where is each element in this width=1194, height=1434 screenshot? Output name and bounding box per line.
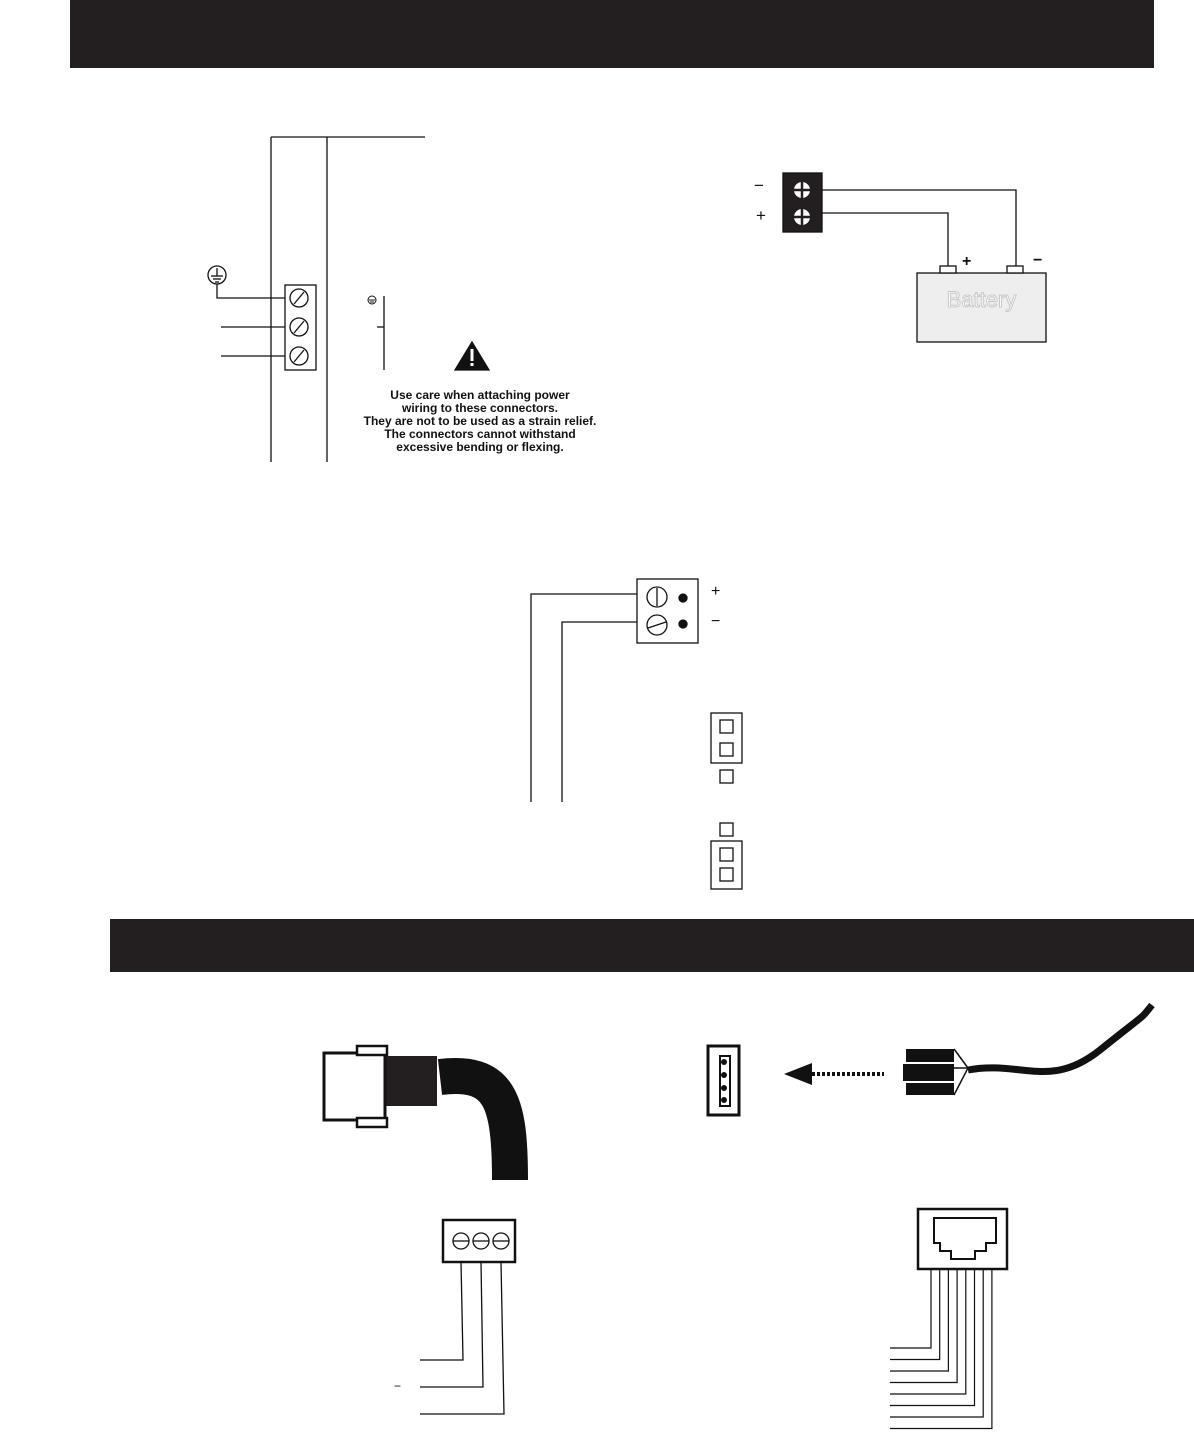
rj45-wire [890,1269,976,1407]
jumper-position-a [710,712,743,784]
rj45-wire [890,1269,993,1430]
dc-dot-plus [678,593,688,603]
jumper-position-b [710,822,743,890]
molex-connector-diagram [322,1044,528,1181]
molex-latch-top [355,1044,389,1057]
rj45-wire [890,1269,984,1418]
plug-segment-1 [906,1049,954,1062]
warning-line: Use care when attaching power [390,388,570,402]
insert-arrow-head [784,1063,812,1085]
dc-plus-label: + [711,583,721,600]
dc-screw-minus [646,614,668,636]
three-pin-minus-label: − [394,1379,402,1393]
plug-wire-fan [953,1048,969,1096]
three-pin-screw-3 [492,1232,510,1250]
battery-terminal-plus-label: + [756,206,766,225]
plug-segment-2 [903,1064,954,1081]
plug-segment-3 [906,1083,954,1095]
small-ground-icon [367,295,377,305]
rj45-jack-diagram [916,1207,1009,1271]
dc-minus-label: − [711,613,721,630]
dc-screw-plus [646,586,668,608]
dc-terminal-diagram [530,578,743,890]
terminal-screw-1 [289,288,309,308]
battery-post-minus [1006,265,1024,274]
socket-pin-2 [721,1072,727,1078]
dc-wire-plus [530,593,637,802]
four-pin-socket-inner [719,1055,731,1107]
three-pin-wire-3 [420,1261,505,1415]
battery-terminal-minus-label: − [754,176,764,195]
three-pin-screw-1 [452,1232,470,1250]
battery-post-plus-label: + [962,253,972,270]
header-band-top [70,0,1154,68]
rj45-port-opening [933,1217,997,1260]
battery-terminal-screw-plus [794,209,810,225]
socket-pin-1 [721,1059,727,1065]
battery-wire-minus [822,189,1017,266]
battery-label: Battery [946,287,1017,312]
terminal-screw-2 [289,317,309,337]
molex-cable [437,1058,528,1181]
ground-icon [207,265,227,285]
rj45-wire [890,1269,932,1349]
header-band-middle [110,919,1194,972]
terminal-screw-3 [289,346,309,366]
battery-post-plus [939,265,957,274]
dc-dot-minus [678,619,688,629]
warning-message: Use care when attaching power wiring to … [330,389,630,454]
rj45-wire [890,1269,941,1361]
three-pin-wire-2 [420,1261,484,1388]
ground-wire [216,284,285,299]
warning-line: excessive bending or flexing. [396,440,564,454]
rj45-wire [890,1269,958,1384]
power-terminal-diagram [207,136,491,462]
battery-post-minus-label: − [1033,252,1043,269]
dc-wire-minus [561,621,637,802]
socket-pin-3 [721,1085,727,1091]
plug-cable [967,1002,1155,1075]
three-pin-terminal-diagram [420,1218,517,1415]
four-pin-connector-diagram [706,1002,1155,1117]
warning-triangle-icon [453,340,491,371]
molex-collar [385,1056,437,1106]
warning-line: The connectors cannot withstand [384,427,576,441]
rj45-wire [890,1269,967,1395]
battery-diagram [782,172,1047,343]
socket-pin-4 [721,1097,727,1103]
molex-housing [322,1051,387,1122]
battery-terminal-screw-minus [794,182,810,198]
molex-latch-bottom [355,1116,389,1129]
four-pin-socket [706,1044,741,1117]
warning-line: They are not to be used as a strain reli… [363,414,597,428]
three-pin-wire-1 [420,1261,464,1361]
warning-line: wiring to these connectors. [401,401,559,415]
battery-body [916,272,1047,343]
battery-wire-plus [822,212,949,266]
rj45-wire [890,1269,950,1372]
dc-terminal-block [636,578,699,644]
three-pin-screw-2 [472,1232,490,1250]
rj45-wire-bundle [890,1269,993,1430]
